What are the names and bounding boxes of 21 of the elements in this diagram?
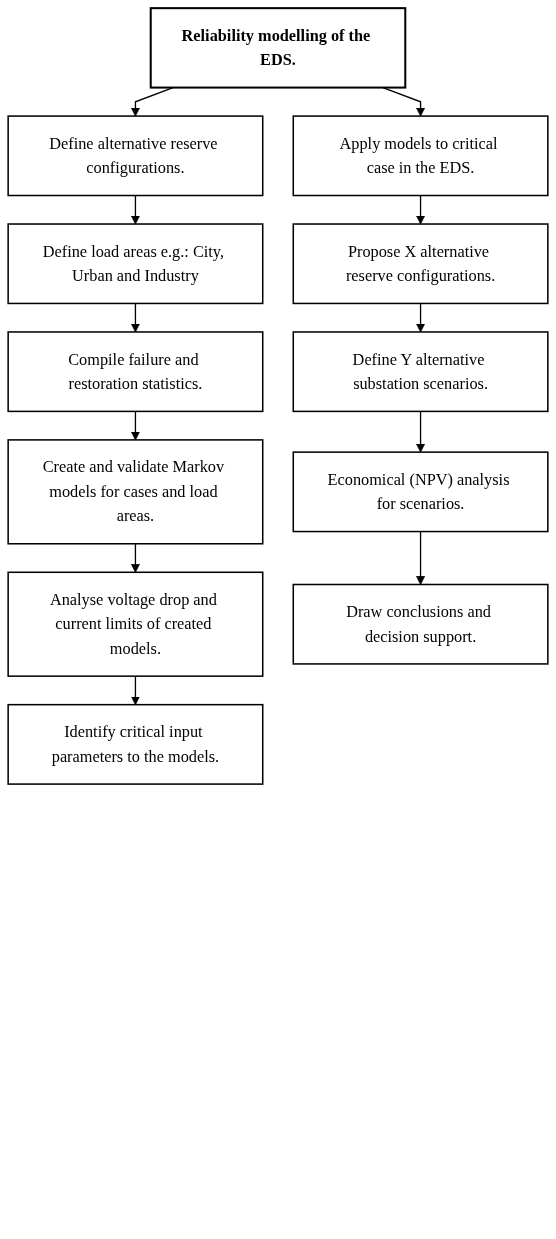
node-box: Define load areas e.g.: City, Urban and Industry (7, 223, 264, 305)
node-box: Reliability modelling of the EDS. (149, 7, 407, 89)
arrow (416, 194, 426, 225)
arrow (130, 194, 140, 225)
node-box: Apply models to critical case in the EDS. (292, 115, 549, 197)
arrow (130, 302, 140, 333)
arrow (130, 543, 140, 573)
node-box: Define alternative reserve configurations. (7, 115, 264, 197)
node-box: Create and validate Markov models for cases and load areas. (7, 439, 264, 545)
node-box: Propose X alternative reserve configurations. (292, 223, 549, 305)
arrow (130, 410, 140, 441)
node-box: Define Y alternative substation scenarios. (292, 331, 549, 413)
arrow (416, 530, 426, 585)
arrow (416, 410, 426, 453)
node-box: Economical (NPV) analysis for scenarios. (292, 451, 549, 533)
arrow (130, 675, 140, 706)
node-box: Analyse voltage drop and current limits of created models. (7, 571, 264, 677)
node-box: Draw conclusions and decision support. (292, 583, 549, 665)
node-box: Identify critical input parameters to the models. (7, 703, 264, 785)
node-box: Compile failure and restoration statistics. (7, 331, 264, 413)
arrow (416, 302, 426, 333)
